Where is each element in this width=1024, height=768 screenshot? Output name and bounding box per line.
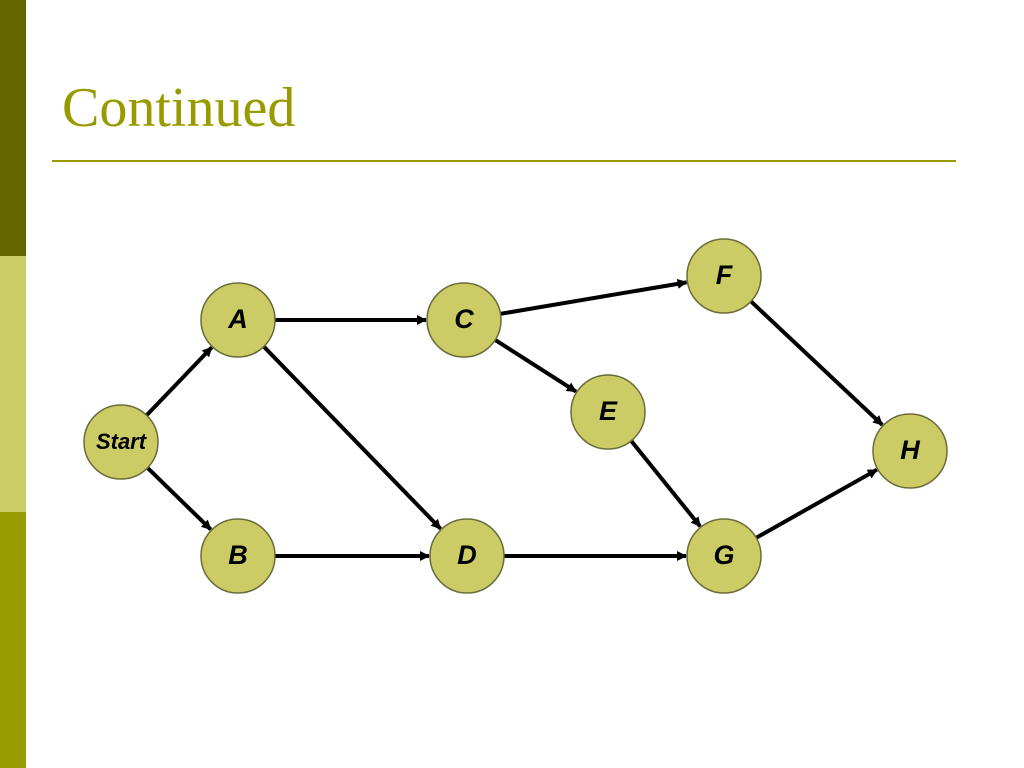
- nodes-layer: Start A B C D E F G H: [83, 238, 948, 594]
- node-d: D: [429, 518, 505, 594]
- node-circle: [426, 282, 502, 358]
- node-circle: [200, 518, 276, 594]
- slide-title: Continued: [62, 77, 296, 139]
- node-c: C: [426, 282, 502, 358]
- node-g: G: [686, 518, 762, 594]
- node-circle: [200, 282, 276, 358]
- node-label: F: [716, 260, 734, 290]
- node-label: D: [457, 540, 477, 570]
- node-label: Start: [96, 429, 148, 454]
- node-label: B: [228, 540, 248, 570]
- node-label: H: [900, 435, 920, 465]
- node-b: B: [200, 518, 276, 594]
- title-underline: [52, 160, 956, 162]
- sidebar-bottom-segment: [0, 512, 26, 768]
- node-start: Start: [83, 404, 159, 480]
- node-f: F: [686, 238, 762, 314]
- edge-start-to-a: [145, 346, 214, 417]
- node-h: H: [872, 413, 948, 489]
- edge-a-to-d: [262, 345, 442, 531]
- edge-e-to-g: [629, 439, 702, 528]
- node-label: A: [227, 304, 248, 334]
- edge-g-to-h: [755, 467, 878, 540]
- node-a: A: [200, 282, 276, 358]
- node-label: E: [599, 396, 618, 426]
- edge-f-to-h: [749, 299, 884, 427]
- sidebar-top-segment: [0, 0, 26, 256]
- sidebar-middle-segment: [0, 256, 26, 512]
- node-e: E: [570, 374, 646, 450]
- edge-start-to-b: [146, 466, 213, 531]
- node-circle: [429, 518, 505, 594]
- edges-layer: [145, 278, 884, 561]
- edge-c-to-f: [500, 278, 688, 316]
- node-label: C: [454, 304, 474, 334]
- node-circle: [686, 238, 762, 314]
- node-circle: [686, 518, 762, 594]
- edge-c-to-e: [494, 338, 578, 394]
- node-circle: [570, 374, 646, 450]
- node-label: G: [713, 540, 734, 570]
- node-circle: [83, 404, 159, 480]
- node-circle: [872, 413, 948, 489]
